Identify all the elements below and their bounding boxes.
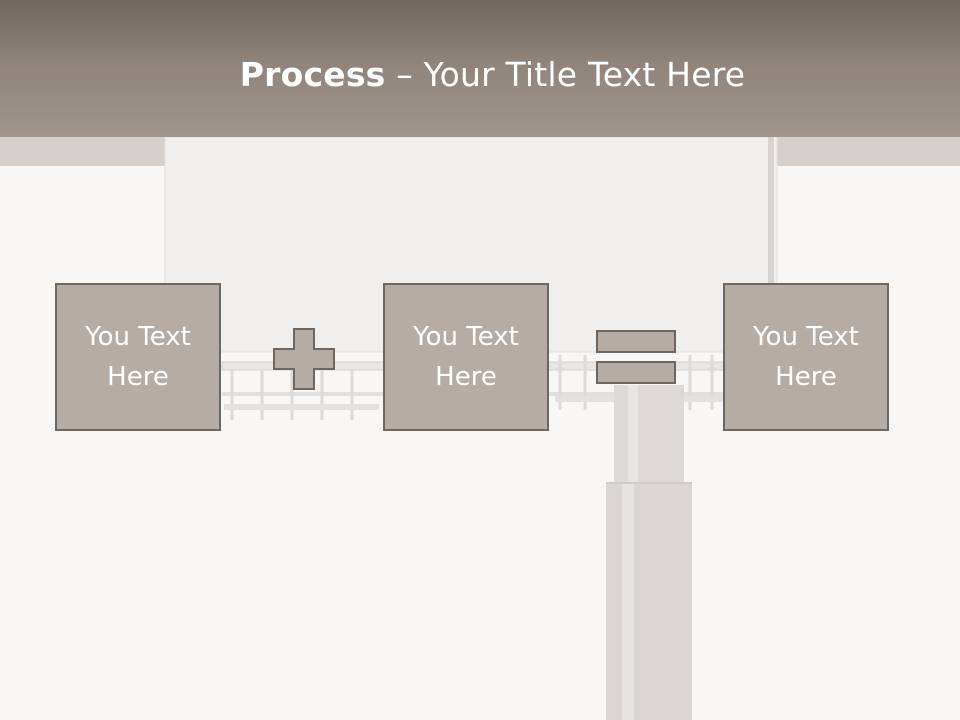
step-box-2: You Text Here <box>383 283 549 431</box>
billboard-rod <box>768 137 774 287</box>
step-box-3: You Text Here <box>723 283 889 431</box>
equals-icon <box>596 330 676 384</box>
plus-icon <box>273 328 335 390</box>
title-rest: – Your Title Text Here <box>385 55 746 94</box>
pole-lower <box>606 482 692 720</box>
step-box-1: You Text Here <box>55 283 221 431</box>
pole-upper <box>614 385 684 485</box>
title-bar <box>0 0 960 137</box>
page-title: Process – Your Title Text Here <box>0 54 960 96</box>
title-bold: Process <box>239 55 386 94</box>
